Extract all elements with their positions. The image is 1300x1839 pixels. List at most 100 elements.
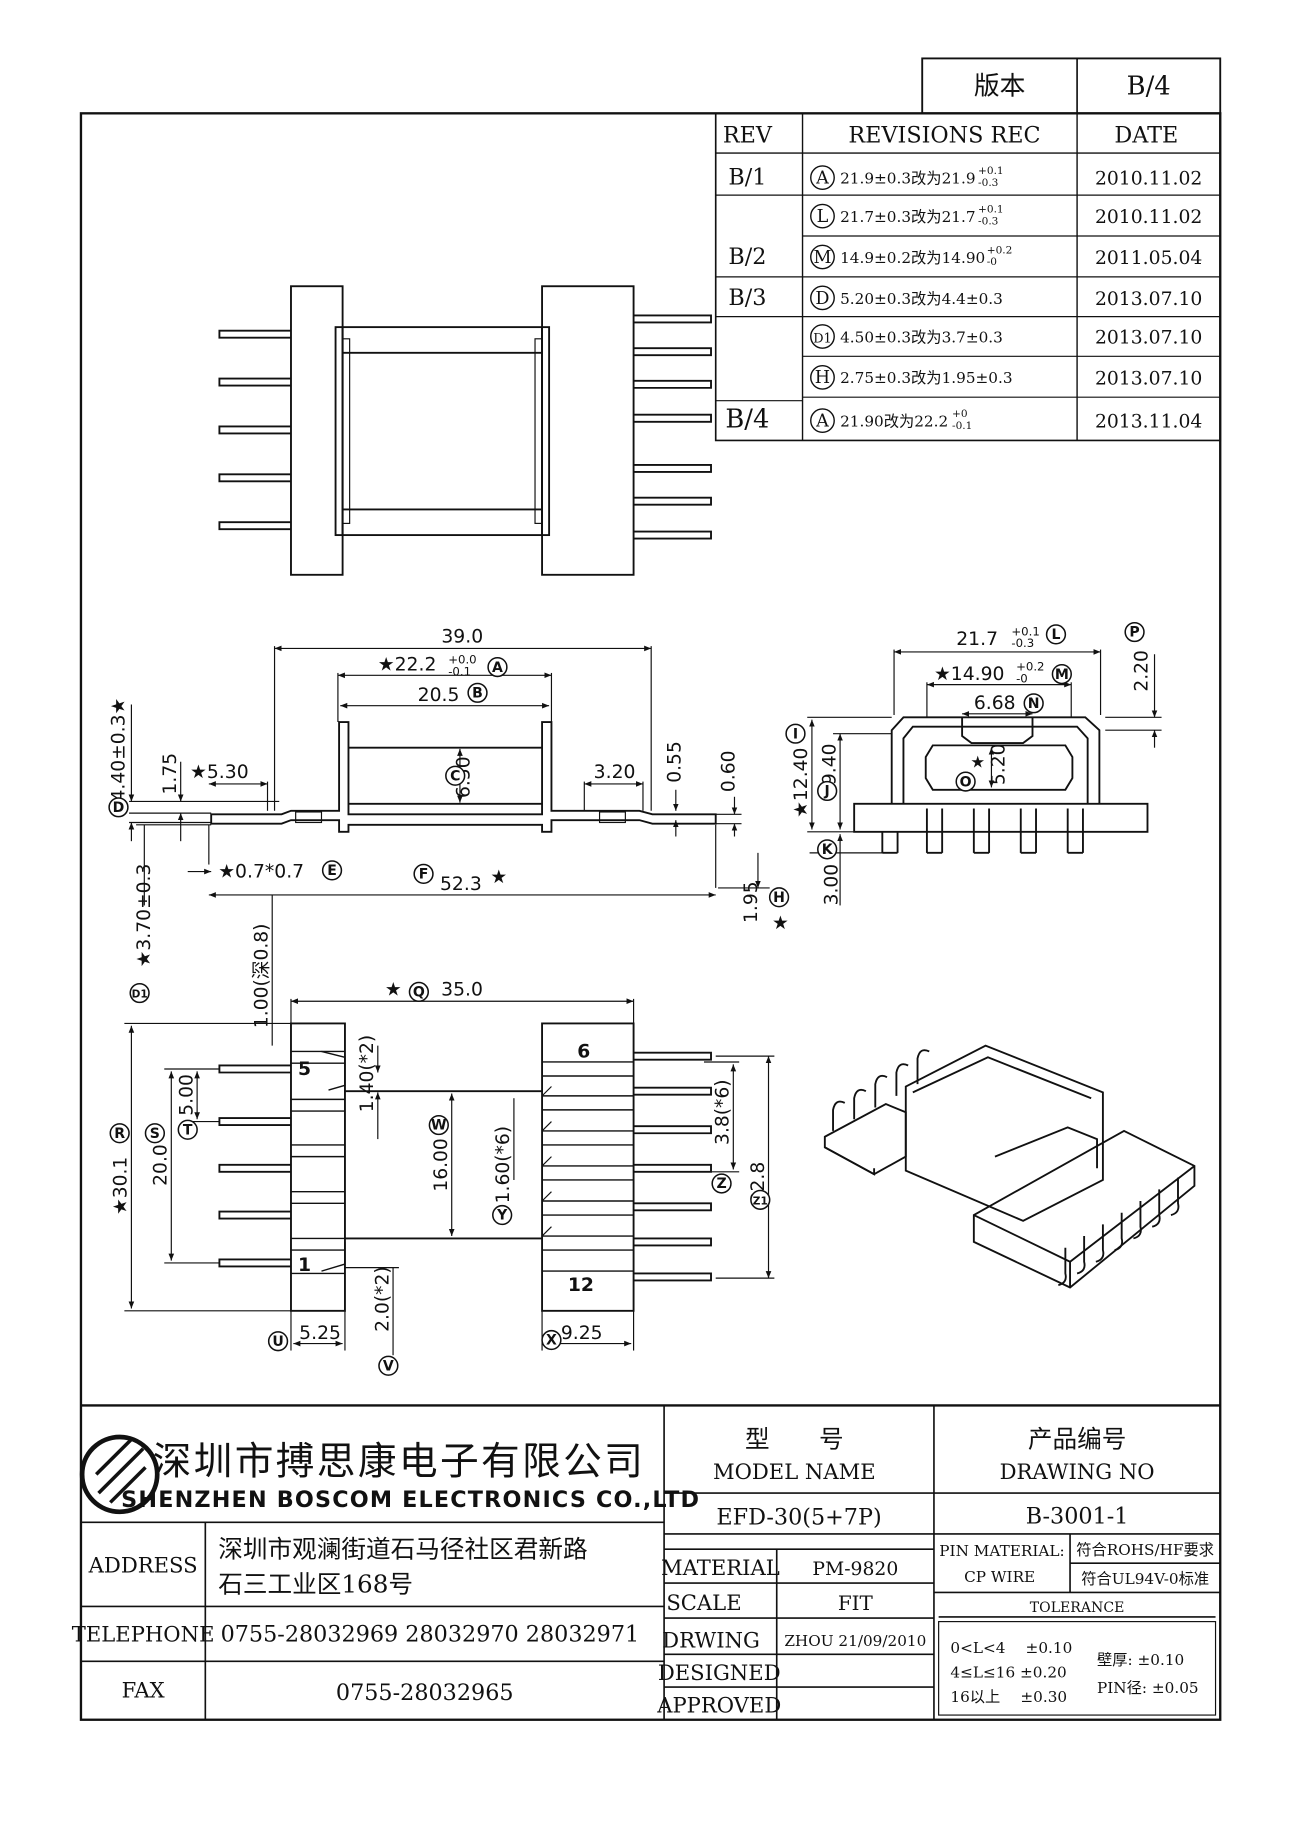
svg-text:Y: Y — [496, 1208, 508, 1224]
marker-v: V — [378, 1355, 399, 1376]
address-line-2: 石三工业区168号 — [218, 1569, 413, 1598]
svg-text:A: A — [492, 660, 503, 676]
svg-text:W: W — [431, 1118, 447, 1134]
approved-label: APPROVED — [656, 1693, 781, 1718]
dim-4-40: 4.40±0.3★ — [108, 698, 129, 802]
dim-2-20: 2.20 — [1131, 650, 1152, 692]
marker-q: Q — [408, 981, 430, 1002]
model-label-cn: 型 号 — [745, 1425, 844, 1454]
title-block — [79, 1404, 1221, 1720]
pin-label-12: 12 — [568, 1275, 594, 1296]
dim-0-7: ★0.7*0.7 — [218, 861, 304, 882]
svg-text:F: F — [419, 867, 429, 883]
drawing-label-cn: 产品编号 — [1028, 1425, 1127, 1454]
marker-o: O — [955, 771, 976, 792]
dim-1-95: 1.95 — [741, 881, 762, 923]
company-name-en: SHENZHEN BOSCOM ELECTRONICS CO.,LTD — [121, 1487, 700, 1513]
marker-x: X — [541, 1329, 562, 1351]
revision-marker-letter: D — [815, 289, 829, 309]
dim-5-00: 5.00 — [176, 1074, 197, 1116]
ul-note: 符合UL94V-0标准 — [1081, 1570, 1209, 1588]
revision-table: REV REVISIONS REC DATE — [714, 112, 1222, 442]
dim-1-95-star: ★ — [772, 913, 789, 934]
dim-22-2: ★22.2 — [378, 655, 437, 676]
revision-tol-up: +0.2 — [987, 245, 1013, 257]
dim-3-70: ★3.70±0.3 — [134, 864, 155, 968]
svg-text:E: E — [327, 863, 337, 879]
revision-tol-down: -0 — [987, 256, 997, 268]
revision-rev: B/4 — [725, 405, 769, 435]
dim-2-0: 2.0(*2) — [372, 1266, 393, 1332]
revision-text: 21.90改为22.2 — [840, 412, 948, 430]
svg-text:S: S — [150, 1126, 160, 1142]
marker-w: W — [428, 1114, 449, 1136]
revision-text: 21.9±0.3改为21.9 — [840, 169, 975, 187]
rohs-note: 符合ROHS/HF要求 — [1076, 1541, 1214, 1559]
dim-14-90-up: +0.2 — [1016, 660, 1044, 674]
model-value: EFD-30(5+7P) — [716, 1505, 881, 1531]
pin-material-label: PIN MATERIAL: — [939, 1542, 1064, 1560]
tolerance-1: 0<L<4 ±0.10 — [950, 1639, 1072, 1657]
front-dimensions — [128, 645, 770, 1046]
dim-1-00: 1.00(深0.8) — [251, 924, 272, 1029]
dim-9-25: 9.25 — [561, 1323, 603, 1344]
cp-wire: CP WIRE — [964, 1568, 1035, 1586]
revision-date: 2010.11.02 — [1095, 207, 1202, 228]
marker-h: H — [768, 887, 790, 908]
revision-marker-circle — [810, 165, 835, 190]
rev-header: REV — [723, 123, 773, 149]
drawing-by-value: ZHOU 21/09/2010 — [784, 1632, 926, 1650]
address-label: ADDRESS — [88, 1553, 198, 1578]
svg-text:Z1: Z1 — [753, 1196, 768, 1208]
marker-j: J — [817, 780, 838, 802]
revision-tol-up: +0.1 — [978, 165, 1004, 177]
dim-16-00: 16.00 — [431, 1138, 452, 1191]
top-view — [218, 285, 712, 576]
revision-marker-letter: M — [813, 248, 831, 268]
revision-marker-letter: H — [815, 368, 830, 388]
revision-marker-circle — [810, 244, 835, 270]
revision-date: 2013.07.10 — [1095, 289, 1202, 310]
marker-f: F — [413, 863, 434, 884]
revision-marker-letter: D1 — [813, 331, 832, 346]
svg-text:H: H — [773, 890, 785, 906]
fax-value: 0755-28032965 — [336, 1680, 514, 1706]
side-view — [853, 716, 1149, 854]
fax-label: FAX — [122, 1678, 165, 1703]
telephone-label: TELEPHONE — [72, 1622, 215, 1647]
material-label: MATERIAL — [661, 1555, 780, 1580]
svg-text:V: V — [383, 1358, 394, 1374]
scale-label: SCALE — [666, 1590, 741, 1615]
dim-39: 39.0 — [441, 627, 483, 648]
dim-1-75: 1.75 — [160, 753, 181, 795]
marker-i: I — [785, 723, 806, 744]
marker-d1: D1 — [129, 982, 150, 1004]
dim-21-7-up: +0.1 — [1011, 625, 1039, 639]
dim-5-20: 5.20 — [988, 743, 1009, 785]
svg-text:P: P — [1129, 625, 1139, 641]
scale-value: FIT — [838, 1592, 874, 1615]
company-logo — [79, 1434, 160, 1515]
bottom-view — [218, 1022, 712, 1312]
revision-marker-circle — [810, 364, 835, 390]
dim-20-0: 20.0 — [151, 1144, 172, 1186]
marker-e: E — [321, 860, 343, 881]
revision-text: 4.50±0.3改为3.7±0.3 — [840, 328, 1003, 346]
dim-35-star: ★ — [385, 979, 402, 1000]
marker-u: U — [267, 1331, 289, 1352]
version-box: 版本 B/4 — [921, 57, 1222, 115]
version-value: B/4 — [1127, 72, 1171, 102]
pin-label-1: 1 — [298, 1255, 311, 1276]
svg-text:D: D — [113, 800, 125, 816]
date-header: DATE — [1114, 123, 1178, 149]
marker-z: Z — [711, 1173, 732, 1194]
bottom-dimensions — [124, 998, 775, 1356]
revision-marker-circle — [810, 408, 835, 433]
tolerance-label: TOLERANCE — [1030, 1600, 1125, 1616]
revision-text: 14.9±0.2改为14.90 — [840, 249, 985, 267]
